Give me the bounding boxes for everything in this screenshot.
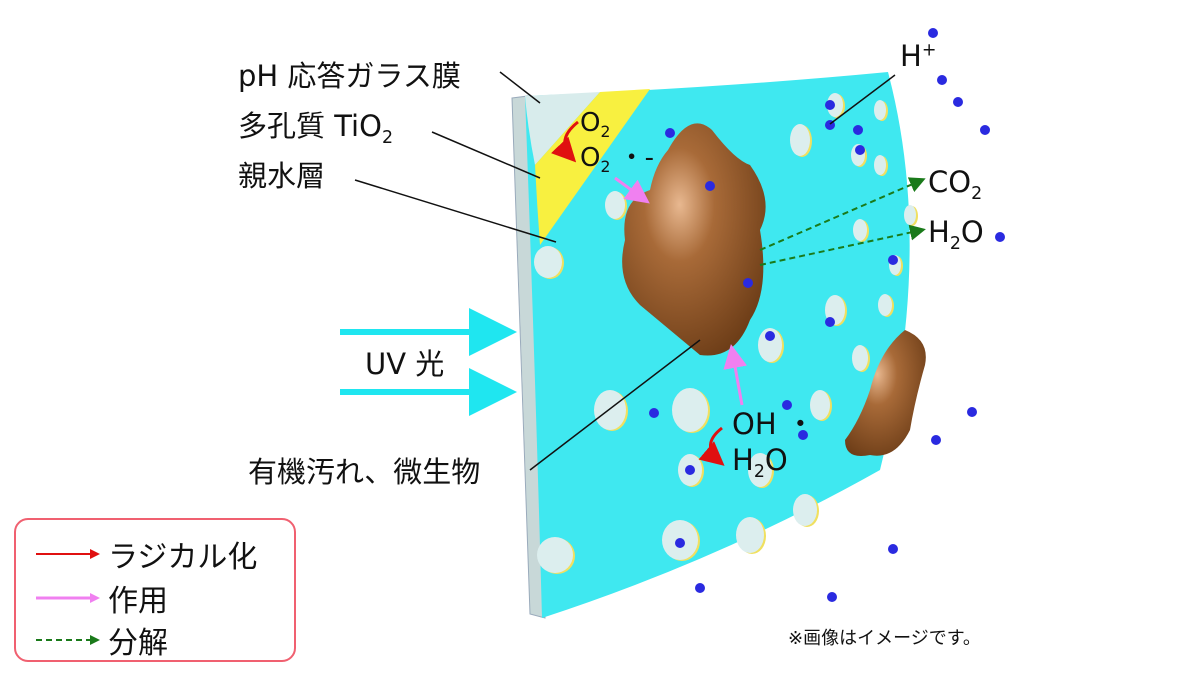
ion-dot (953, 97, 963, 107)
action-arrow (723, 344, 748, 406)
organic-dirt-label: 有機汚れ、微生物 (248, 455, 481, 489)
plus-sup: + (921, 40, 937, 61)
tio2-label: 多孔質 TiO2 (238, 112, 393, 147)
legend-label: 作用 (108, 584, 168, 619)
ion-dot (705, 181, 715, 191)
legend-label: 分解 (108, 626, 168, 661)
ion-dot (995, 232, 1005, 242)
pore (736, 517, 764, 553)
ion-dot (967, 407, 977, 417)
action-arrow (614, 176, 650, 204)
glass-layer (525, 92, 600, 165)
pore (852, 345, 868, 371)
ion-dot (743, 278, 753, 288)
radical-arrow (550, 120, 579, 163)
h-text: H (900, 39, 922, 73)
pore (904, 205, 916, 225)
hydroxyl-radical-label: OH ・ (732, 407, 815, 441)
tio2-layer (535, 89, 650, 245)
radical-arrow (698, 426, 725, 466)
h2o-subscript: 2 (753, 461, 765, 482)
legend: ラジカル化 作用 分解 (14, 518, 296, 662)
ion-dot (825, 317, 835, 327)
h-text: H (928, 215, 950, 249)
ion-dot (675, 538, 685, 548)
tio2-subscript: 2 (381, 127, 394, 148)
uv-light-label: UV 光 (365, 347, 445, 381)
co2-subscript: 2 (971, 183, 983, 204)
pore (605, 191, 625, 219)
ion-dot (853, 125, 863, 135)
pore (758, 328, 782, 362)
pore (672, 388, 708, 432)
pore (853, 219, 867, 241)
o2-subscript: 2 (600, 123, 611, 142)
ion-dot (765, 331, 775, 341)
ion-dot (980, 125, 990, 135)
pore (793, 494, 817, 526)
ion-dot (685, 465, 695, 475)
organic-dirt-blob-small (845, 330, 926, 456)
ion-dot (695, 583, 705, 593)
o-text: O (580, 143, 601, 173)
pore (748, 453, 772, 487)
decompose-arrow-h2o (759, 224, 926, 266)
legend-item-radicalization: ラジカル化 (36, 532, 257, 576)
glass-membrane-label: pH 応答ガラス膜 (238, 59, 461, 93)
h2o-product-label: H2O (928, 218, 984, 253)
leader-lines (354, 71, 896, 471)
ion-dot (928, 28, 938, 38)
legend-label: ラジカル化 (108, 540, 258, 575)
ion-dot (798, 430, 808, 440)
co2-label: CO2 (928, 168, 982, 203)
pore (878, 294, 892, 316)
image-note: ※画像はイメージです。 (788, 628, 981, 649)
ion-dot (827, 592, 837, 602)
superoxide-label: O2 ・- (580, 145, 654, 176)
pore (594, 390, 626, 430)
ion-dot (825, 100, 835, 110)
pore (810, 390, 830, 420)
ion-dot (937, 75, 947, 85)
o2-label: O2 (580, 110, 610, 141)
h-text: H (732, 443, 754, 477)
red-arrow-icon (36, 549, 100, 559)
tio2-text: 多孔質 TiO (238, 109, 382, 143)
ion-dot (855, 145, 865, 155)
pore (537, 537, 573, 573)
ion-dot (665, 128, 675, 138)
organic-dirt-blob (622, 123, 766, 356)
pore (534, 246, 562, 278)
green-dashed-arrow-icon (36, 635, 100, 645)
legend-item-action: 作用 (36, 576, 168, 620)
ions (649, 28, 1005, 602)
hydrophilic-layer-label: 親水層 (238, 159, 326, 193)
co-text: CO (928, 165, 972, 199)
pink-arrow-icon (36, 593, 100, 603)
ion-dot (888, 544, 898, 554)
h2o-subscript: 2 (949, 233, 961, 254)
ion-dot (782, 400, 792, 410)
legend-item-decomposition: 分解 (36, 618, 168, 662)
pore (874, 155, 886, 175)
superoxide-subscript: 2 (600, 158, 611, 177)
ion-dot (649, 408, 659, 418)
pore (790, 124, 810, 156)
pore (874, 100, 886, 120)
ion-dot (931, 435, 941, 445)
o-text: O (960, 215, 984, 249)
radical-suffix: ・- (610, 143, 655, 173)
o-text: O (764, 443, 788, 477)
h2o-label: H2O (732, 446, 788, 481)
h-plus-label: H+ (900, 42, 936, 71)
o-text: O (580, 108, 601, 138)
ion-dot (888, 255, 898, 265)
